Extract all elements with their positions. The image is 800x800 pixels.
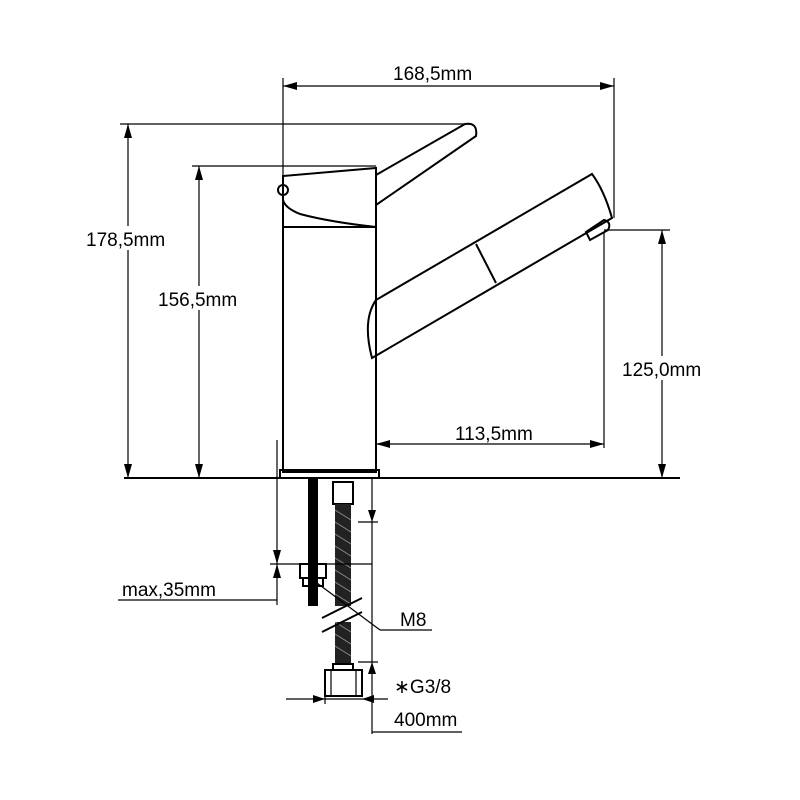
spout-joint — [475, 243, 497, 284]
dim-stud-thread — [312, 579, 432, 631]
faucet-body — [282, 226, 377, 473]
dim-spout-reach — [375, 232, 605, 470]
break-line-upper — [321, 597, 363, 619]
break-line-lower — [321, 611, 363, 633]
lever-handle — [375, 122, 478, 206]
spout-reach-label: 113,5mm — [455, 424, 533, 445]
hose-top-fitting — [332, 481, 354, 505]
overall-height-label: 178,5mm — [86, 230, 165, 251]
stud-thread-label: M8 — [400, 610, 426, 631]
spout — [366, 172, 614, 360]
dim-connection — [286, 695, 388, 704]
connection-label: ∗G3/8 — [394, 677, 451, 698]
dim-hose-length — [358, 478, 462, 734]
mounting-stud — [308, 478, 318, 616]
mounting-washer — [302, 577, 324, 587]
dim-overall-height — [120, 123, 470, 478]
dim-overall-width — [282, 78, 615, 218]
overall-width-label: 168,5mm — [393, 64, 472, 85]
max-deck-label: max,35mm — [122, 580, 216, 601]
spout-height-label: 125,0mm — [622, 360, 701, 381]
dim-body-height — [192, 165, 376, 478]
dim-max-deck — [118, 440, 372, 605]
hose-length-label: 400mm — [394, 710, 457, 731]
underdeck-parts — [299, 478, 370, 697]
cap-screw — [277, 184, 289, 196]
body-height-label: 156,5mm — [158, 290, 237, 311]
faucet-cap — [282, 166, 377, 229]
dim-spout-height — [604, 229, 670, 478]
faucet-outline — [277, 122, 614, 479]
